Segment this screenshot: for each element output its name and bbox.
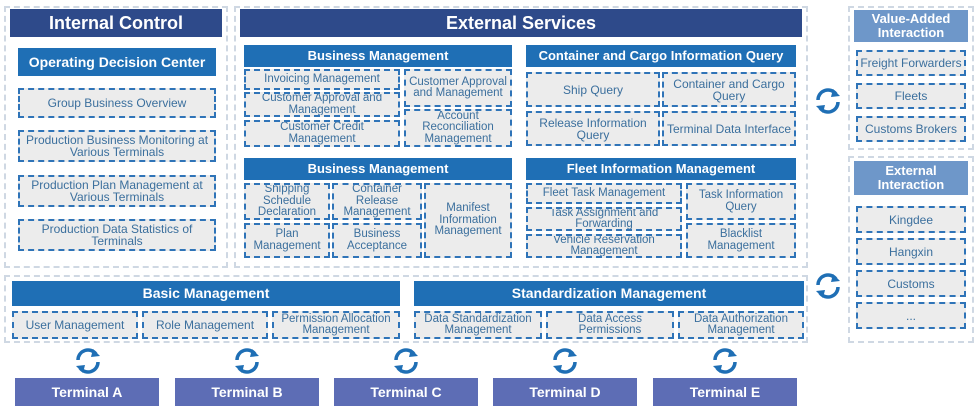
- fleet-task-management: Fleet Task Management: [526, 183, 682, 204]
- sync-icon: [76, 348, 100, 374]
- blacklist-management: Blacklist Management: [686, 223, 796, 258]
- value-added-freight-forwarders: Freight Forwarders: [856, 50, 966, 76]
- sync-icon: [713, 348, 737, 374]
- data-standardization-management: Data Standardization Management: [414, 311, 542, 339]
- bm1-account-reconciliation: Account Reconciliation Management: [404, 109, 512, 147]
- external-kingdee: Kingdee: [856, 206, 966, 233]
- sync-icon: [394, 348, 418, 374]
- bm2-manifest-information: Manifest Information Management: [424, 183, 512, 258]
- internal-item-group-business-overview: Group Business Overview: [18, 88, 216, 118]
- external-services-title: External Services: [240, 9, 802, 37]
- bm2-business-acceptance: Business Acceptance: [332, 223, 422, 258]
- bm1-customer-approval-left: Customer Approval and Management: [244, 92, 400, 117]
- role-management: Role Management: [142, 311, 268, 339]
- external-more: ...: [856, 302, 966, 329]
- sync-icon: [816, 88, 840, 114]
- bm1-invoicing-management: Invoicing Management: [244, 69, 400, 90]
- sync-icon: [816, 273, 840, 299]
- user-management: User Management: [12, 311, 138, 339]
- external-customs: Customs: [856, 270, 966, 297]
- external-hangxin: Hangxin: [856, 238, 966, 265]
- release-information-query: Release Information Query: [526, 111, 660, 146]
- task-information-query: Task Information Query: [686, 183, 796, 220]
- vehicle-reservation-management: Vehicle Reservation Management: [526, 234, 682, 258]
- terminal-c: Terminal C: [334, 378, 478, 406]
- internal-item-production-statistics: Production Data Statistics of Terminals: [18, 219, 216, 251]
- task-assignment-forwarding: Task Assignment and Forwarding: [526, 207, 682, 231]
- container-cargo-query-title: Container and Cargo Information Query: [526, 45, 796, 67]
- data-access-permissions: Data Access Permissions: [546, 311, 674, 339]
- bm1-customer-credit: Customer Credit Management: [244, 120, 400, 147]
- terminal-d: Terminal D: [493, 378, 637, 406]
- basic-management-title: Basic Management: [12, 281, 400, 306]
- internal-item-production-plan: Production Plan Management at Various Te…: [18, 175, 216, 207]
- business-management-1-title: Business Management: [244, 45, 512, 67]
- ship-query: Ship Query: [526, 72, 660, 107]
- operating-decision-center-title: Operating Decision Center: [18, 48, 216, 76]
- bm1-customer-approval-right: Customer Approval and Management: [404, 69, 512, 107]
- terminal-b: Terminal B: [175, 378, 319, 406]
- sync-icon: [553, 348, 577, 374]
- terminal-a: Terminal A: [15, 378, 159, 406]
- external-interaction-title: External Interaction: [854, 161, 968, 195]
- value-added-interaction-title: Value-Added Interaction: [854, 10, 968, 42]
- internal-item-production-monitoring: Production Business Monitoring at Variou…: [18, 130, 216, 162]
- fleet-information-title: Fleet Information Management: [526, 158, 796, 180]
- value-added-customs-brokers: Customs Brokers: [856, 116, 966, 142]
- business-management-2-title: Business Management: [244, 158, 512, 180]
- terminal-data-interface: Terminal Data Interface: [662, 111, 796, 146]
- value-added-fleets: Fleets: [856, 83, 966, 109]
- internal-control-title: Internal Control: [10, 9, 222, 37]
- container-cargo-query: Container and Cargo Query: [662, 72, 796, 107]
- data-authorization-management: Data Authorization Management: [678, 311, 804, 339]
- sync-icon: [235, 348, 259, 374]
- permission-allocation-management: Permission Allocation Management: [272, 311, 400, 339]
- standardization-management-title: Standardization Management: [414, 281, 804, 306]
- bm2-plan-management: Plan Management: [244, 223, 330, 258]
- bm2-shipping-schedule-declaration: Shipping Schedule Declaration: [244, 183, 330, 220]
- bm2-container-release: Container Release Management: [332, 183, 422, 220]
- terminal-e: Terminal E: [653, 378, 797, 406]
